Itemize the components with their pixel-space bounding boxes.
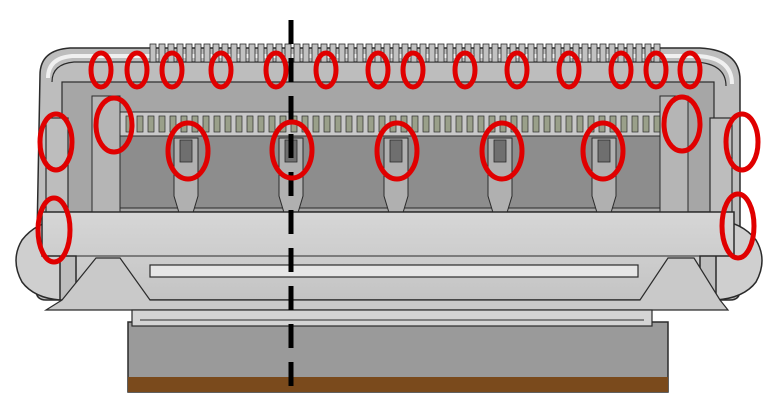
highlight-ring — [124, 50, 150, 90]
highlight-ring — [208, 50, 234, 90]
lower-slot — [149, 264, 639, 278]
contact-pin — [532, 115, 540, 133]
comb-tooth — [239, 43, 247, 63]
comb-tooth — [203, 43, 211, 63]
highlight-ring — [159, 50, 185, 90]
latch-window — [597, 139, 611, 163]
comb-tooth — [338, 43, 346, 63]
contact-pin — [246, 115, 254, 133]
highlight-ring — [504, 50, 530, 90]
comb-tooth — [581, 43, 589, 63]
highlight-ring — [37, 111, 75, 173]
contact-pin — [653, 115, 661, 133]
highlight-ring — [400, 50, 426, 90]
comb-tooth — [302, 43, 310, 63]
contact-pin — [323, 115, 331, 133]
comb-tooth — [347, 43, 355, 63]
contact-pin — [367, 115, 375, 133]
highlight-ring — [661, 94, 703, 154]
highlight-ring — [263, 50, 289, 90]
highlight-ring — [452, 50, 478, 90]
contact-pin — [312, 115, 320, 133]
contact-pin — [455, 115, 463, 133]
comb-tooth — [482, 43, 490, 63]
highlight-ring — [723, 111, 761, 173]
comb-tooth — [284, 43, 292, 63]
contact-pin — [147, 115, 155, 133]
comb-tooth — [473, 43, 481, 63]
contact-pin — [202, 115, 210, 133]
comb-tooth — [194, 43, 202, 63]
latch-window — [179, 139, 193, 163]
highlight-ring — [313, 50, 339, 90]
contact-pin — [477, 115, 485, 133]
highlight-rings — [35, 50, 761, 265]
contact-pin — [257, 115, 265, 133]
contact-pin — [345, 115, 353, 133]
contact-pin — [642, 115, 650, 133]
highlight-ring — [35, 195, 73, 265]
highlight-ring — [88, 50, 114, 90]
comb-tooth — [446, 43, 454, 63]
contact-pin — [631, 115, 639, 133]
contact-pin — [422, 115, 430, 133]
contact-pin — [224, 115, 232, 133]
contact-pin — [554, 115, 562, 133]
comb-tooth — [248, 43, 256, 63]
highlight-ring — [269, 119, 315, 181]
highlight-ring — [719, 191, 757, 261]
contact-pin — [235, 115, 243, 133]
comb-tooth — [293, 43, 301, 63]
comb-tooth — [356, 43, 364, 63]
highlight-ring — [479, 120, 525, 182]
highlight-ring — [608, 50, 634, 90]
highlight-ring — [643, 50, 669, 90]
comb-tooth — [185, 43, 193, 63]
comb-tooth — [590, 43, 598, 63]
comb-tooth — [437, 43, 445, 63]
comb-tooth — [491, 43, 499, 63]
highlight-ring — [365, 50, 391, 90]
contact-pin — [444, 115, 452, 133]
latch-window — [389, 139, 403, 163]
highlight-ring — [677, 50, 703, 90]
contact-pin — [433, 115, 441, 133]
contact-pin — [334, 115, 342, 133]
contact-pin — [268, 115, 276, 133]
highlight-ring — [374, 120, 420, 182]
contact-pin — [158, 115, 166, 133]
comb-tooth — [230, 43, 238, 63]
bottom-plate — [43, 257, 730, 311]
comb-tooth — [527, 43, 535, 63]
contact-pin — [576, 115, 584, 133]
comb-tooth — [545, 43, 553, 63]
comb-tooth — [536, 43, 544, 63]
highlight-ring — [93, 95, 135, 155]
contact-pin — [213, 115, 221, 133]
comb-tooth — [392, 43, 400, 63]
contact-pin — [620, 115, 628, 133]
contact-pin — [411, 115, 419, 133]
latch-window — [493, 139, 507, 163]
comb-tooth — [149, 43, 157, 63]
contact-pin — [543, 115, 551, 133]
contact-pin — [565, 115, 573, 133]
comb-tooth — [500, 43, 508, 63]
comb-tooth — [599, 43, 607, 63]
contact-pin — [466, 115, 474, 133]
highlight-ring — [165, 120, 211, 182]
contact-pin — [521, 115, 529, 133]
highlight-ring — [556, 50, 582, 90]
contact-pin — [356, 115, 364, 133]
comb-tooth — [428, 43, 436, 63]
pcb-copper-layer — [128, 377, 668, 392]
highlight-ring — [580, 120, 626, 182]
comb-tooth — [635, 43, 643, 63]
bottom-flange — [131, 309, 653, 327]
contact-pin — [136, 115, 144, 133]
comb-tooth — [257, 43, 265, 63]
